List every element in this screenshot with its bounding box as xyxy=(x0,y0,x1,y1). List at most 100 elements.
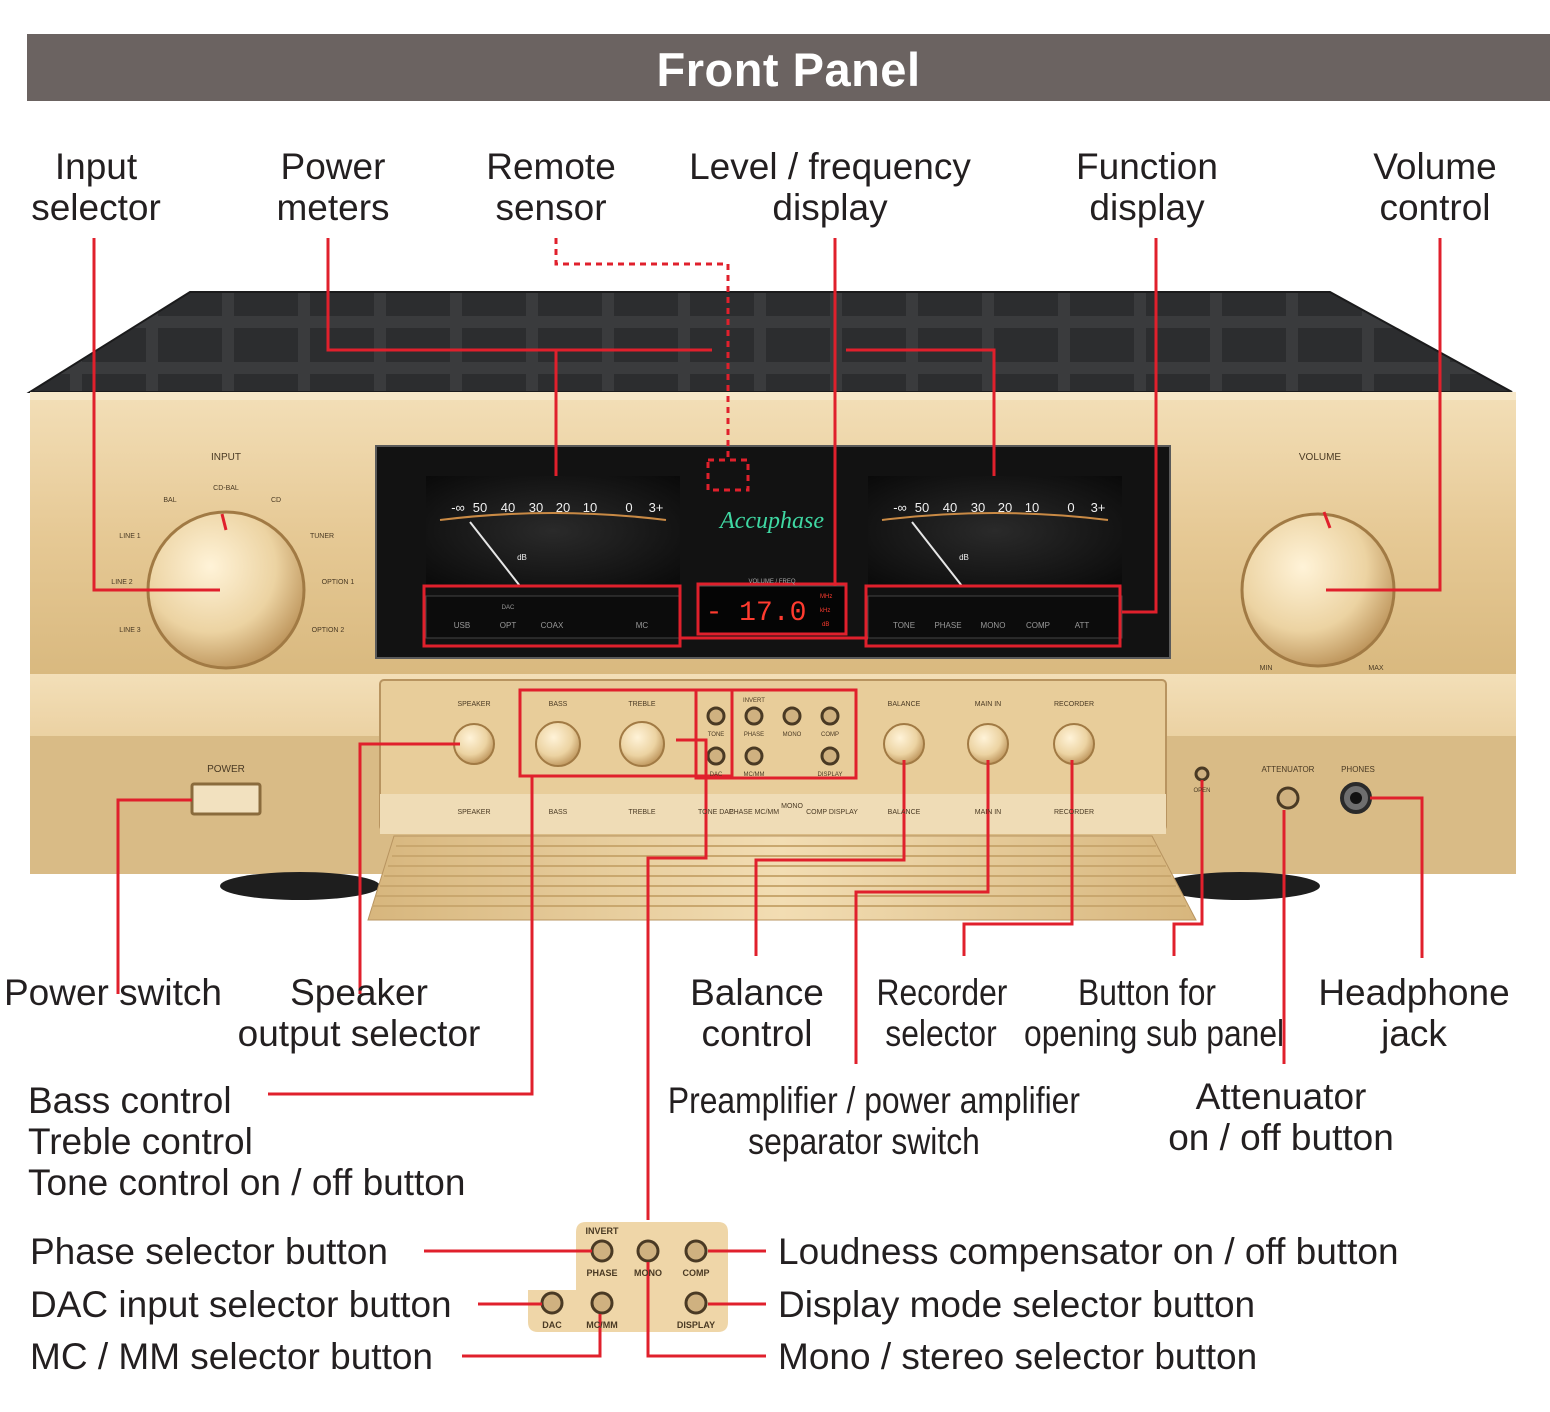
svg-text:MONO: MONO xyxy=(981,621,1006,630)
right-meter-scale: -∞ 50 40 30 20 10 0 3+ dB xyxy=(893,500,1105,562)
left-meter-needle xyxy=(469,521,521,587)
svg-text:50: 50 xyxy=(473,500,487,515)
svg-text:MC/MM: MC/MM xyxy=(744,772,765,778)
label-headphone-jack: Headphone jack xyxy=(1318,972,1510,1054)
dac-indicators: DAC USB OPT COAX MC xyxy=(454,605,649,630)
detail-comp-button xyxy=(684,1239,708,1263)
recorder-knob xyxy=(1053,723,1095,765)
left-meter xyxy=(426,476,680,586)
amp-foot-right xyxy=(1160,872,1320,900)
level-display xyxy=(697,585,847,635)
svg-text:USB: USB xyxy=(454,621,470,630)
dac-button xyxy=(706,746,726,766)
label-power-switch: Power switch xyxy=(4,972,222,1013)
open-label: OPEN xyxy=(1193,788,1210,794)
attenuator-label: ATTENUATOR xyxy=(1262,765,1315,774)
svg-text:COMP: COMP xyxy=(1026,621,1050,630)
svg-text:MAIN IN: MAIN IN xyxy=(975,701,1001,708)
bass-knob xyxy=(535,721,581,767)
svg-text:30: 30 xyxy=(529,500,543,515)
svg-text:10: 10 xyxy=(1025,500,1039,515)
label-preamp-separator: Preamplifier / power amplifier separator… xyxy=(667,1080,1080,1162)
svg-text:20: 20 xyxy=(998,500,1012,515)
label-tone-group: Bass control Treble control Tone control… xyxy=(28,1080,465,1203)
label-function-display: Function display xyxy=(1076,146,1218,228)
svg-text:PHASE: PHASE xyxy=(934,621,961,630)
unit-khz: kHz xyxy=(820,608,830,614)
svg-text:MONO: MONO xyxy=(781,803,803,810)
svg-text:DISPLAY: DISPLAY xyxy=(818,772,843,778)
svg-text:3+: 3+ xyxy=(649,500,664,515)
svg-text:30: 30 xyxy=(971,500,985,515)
label-treble: Treble control xyxy=(28,1121,253,1162)
svg-text:MC/MM: MC/MM xyxy=(586,1320,618,1330)
svg-text:SPEAKER: SPEAKER xyxy=(457,809,490,816)
svg-text:ATT: ATT xyxy=(1075,621,1090,630)
label-balance-control: Balance control xyxy=(690,972,824,1054)
detail-phase-button xyxy=(590,1239,614,1263)
label-mono-stereo: Mono / stereo selector button xyxy=(778,1336,1258,1377)
svg-text:PHASE: PHASE xyxy=(744,732,764,738)
label-input-selector: Input selector xyxy=(31,146,161,228)
detail-mcmm-button xyxy=(590,1291,614,1315)
volume-max-label: MAX xyxy=(1368,665,1384,672)
label-sub-panel-button: Button for opening sub panel xyxy=(1024,972,1285,1054)
svg-text:TREBLE: TREBLE xyxy=(628,701,656,708)
label-mcmm-selector: MC / MM selector button xyxy=(30,1336,434,1377)
input-pos-bal: BAL xyxy=(163,497,176,504)
svg-text:MONO: MONO xyxy=(634,1268,662,1278)
svg-text:DAC: DAC xyxy=(710,772,723,778)
power-label: POWER xyxy=(207,764,245,775)
treble-knob xyxy=(619,721,665,767)
right-meter-needle xyxy=(911,521,963,587)
mono-button xyxy=(782,706,802,726)
svg-text:BASS: BASS xyxy=(549,809,568,816)
mcmm-button xyxy=(744,746,764,766)
svg-text:DAC: DAC xyxy=(502,605,515,611)
detail-panel-labels: INVERT PHASE MONO COMP DAC MC/MM DISPLAY xyxy=(542,1226,715,1330)
svg-text:3+: 3+ xyxy=(1091,500,1106,515)
function-indicators: TONE PHASE MONO COMP ATT xyxy=(893,621,1089,630)
function-indicator-row xyxy=(867,595,1123,639)
label-tone-button: Tone control on / off button xyxy=(28,1162,466,1203)
svg-text:INVERT: INVERT xyxy=(585,1226,619,1236)
input-pos-cd-bal: CD-BAL xyxy=(213,485,239,492)
label-power-meters: Power meters xyxy=(276,146,390,228)
svg-text:TONE: TONE xyxy=(708,732,725,738)
dac-indicator-row xyxy=(425,595,681,639)
svg-text:PHASE: PHASE xyxy=(586,1268,617,1278)
input-pos-tuner: TUNER xyxy=(310,533,334,540)
input-pos-option2: OPTION 2 xyxy=(312,627,345,634)
svg-text:MC: MC xyxy=(636,621,649,630)
svg-text:INVERT: INVERT xyxy=(743,698,765,704)
label-bass: Bass control xyxy=(28,1080,232,1121)
unit-mhz: MHz xyxy=(820,594,832,600)
svg-text:COMP DISPLAY: COMP DISPLAY xyxy=(806,809,858,816)
amp-foot-left xyxy=(220,872,380,900)
volume-min-label: MIN xyxy=(1260,665,1273,672)
page-title: Front Panel xyxy=(656,43,921,96)
volume-label: VOLUME xyxy=(1299,452,1342,463)
label-remote-sensor: Remote sensor xyxy=(486,146,616,228)
svg-text:BALANCE: BALANCE xyxy=(888,809,921,816)
svg-text:RECORDER: RECORDER xyxy=(1054,809,1094,816)
svg-text:-∞: -∞ xyxy=(451,500,465,515)
sub-knob-labels: SPEAKER BASS TREBLE BALANCE MAIN IN RECO… xyxy=(457,701,1094,708)
svg-text:0: 0 xyxy=(1067,500,1074,515)
attenuator-button xyxy=(1276,786,1300,810)
svg-text:TONE DAC: TONE DAC xyxy=(698,809,734,816)
label-loudness: Loudness compensator on / off button xyxy=(778,1231,1399,1272)
brand-logo: Accuphase xyxy=(718,508,824,534)
input-label: INPUT xyxy=(211,452,241,463)
svg-text:40: 40 xyxy=(943,500,957,515)
balance-knob xyxy=(883,723,925,765)
left-meter-scale: -∞ 50 40 30 20 10 0 3+ dB xyxy=(451,500,663,562)
detail-mono-button xyxy=(636,1239,660,1263)
svg-text:DAC: DAC xyxy=(542,1320,562,1330)
svg-text:50: 50 xyxy=(915,500,929,515)
input-pos-line1: LINE 1 xyxy=(119,533,141,540)
open-button xyxy=(1194,766,1210,782)
svg-text:dB: dB xyxy=(959,553,969,562)
display-button xyxy=(820,746,840,766)
